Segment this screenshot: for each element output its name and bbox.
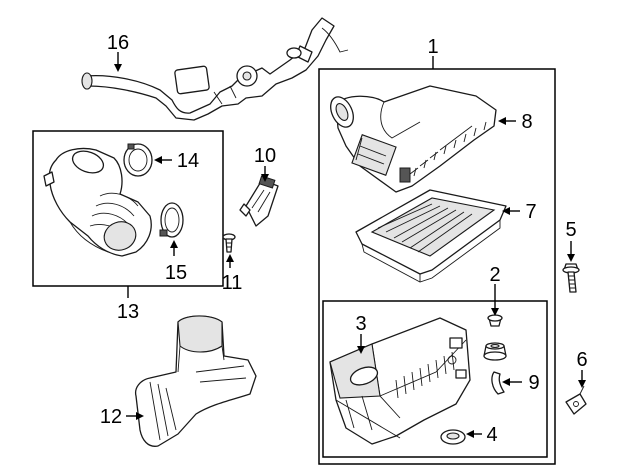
callout-16: 16 [107, 32, 129, 54]
part-11-screw [222, 233, 236, 253]
part-14-clamp [123, 143, 153, 177]
callout-8: 8 [521, 111, 532, 133]
part-12-air-duct [134, 315, 257, 447]
part-10-sensor [239, 175, 279, 227]
callout-12: 12 [100, 406, 122, 428]
part-5-bolt [562, 263, 580, 293]
assembly-box-1 [318, 68, 556, 465]
callout-11: 11 [222, 272, 243, 294]
part-9-clip [491, 371, 505, 395]
assembly-box-2 [322, 300, 548, 458]
callout-5: 5 [565, 219, 576, 241]
callout-6: 6 [576, 349, 587, 371]
callout-4: 4 [486, 424, 497, 446]
callout-2: 2 [489, 264, 500, 286]
callout-14: 14 [177, 150, 199, 172]
part-6-bracket [565, 385, 587, 415]
part-2-grommets [483, 314, 507, 361]
callout-7: 7 [525, 201, 536, 223]
part-16-vent-hose [81, 17, 349, 121]
part-15-clamp [159, 202, 184, 238]
callout-1: 1 [427, 36, 438, 58]
callout-13: 13 [117, 301, 139, 323]
callout-9: 9 [528, 372, 539, 394]
part-7-filter [355, 189, 507, 283]
part-3-lower-housing [329, 317, 471, 445]
callout-15: 15 [165, 262, 187, 284]
leader-lines [114, 52, 586, 438]
callout-10: 10 [254, 145, 276, 167]
part-4-grommet [440, 429, 466, 445]
callout-labels: 1 2 3 4 5 6 7 8 9 10 11 12 13 14 15 16 [100, 32, 588, 446]
part-13-intake-duct [43, 147, 152, 257]
callout-3: 3 [355, 313, 366, 335]
part-8-upper-housing [330, 85, 497, 193]
